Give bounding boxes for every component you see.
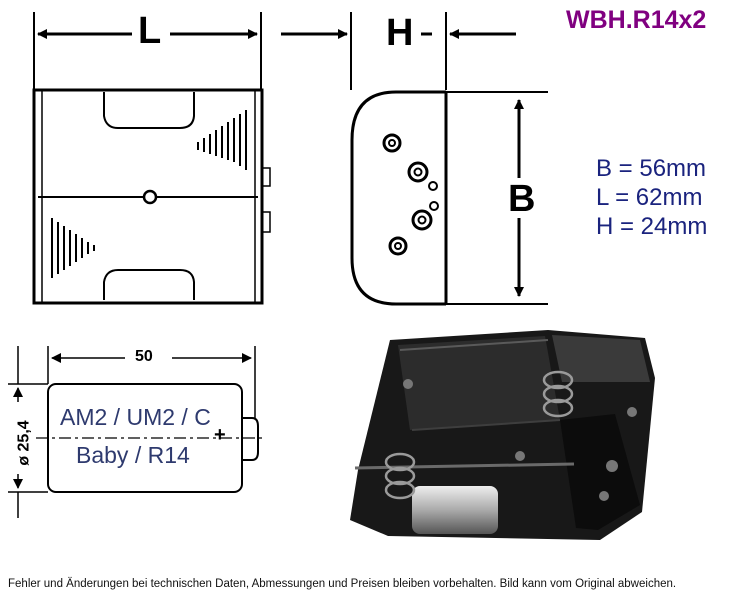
product-photo [350, 330, 655, 540]
battery-drawing [8, 346, 262, 518]
top-view [32, 12, 271, 305]
positive-terminal-symbol: + [214, 424, 226, 446]
battery-length-label: 50 [135, 348, 153, 365]
spec-width: B = 56mm [596, 155, 707, 182]
spec-height: H = 24mm [596, 213, 708, 240]
dimension-label-width: B [508, 178, 536, 220]
product-title: WBH.R14x2 [566, 6, 707, 34]
battery-diameter-label: ø 25,4 [15, 420, 33, 466]
dimension-label-height: H [386, 12, 414, 54]
spring-contact-lower [51, 218, 95, 278]
spec-length: L = 62mm [596, 184, 703, 211]
spec-list: B = 56mm L = 62mm H = 24mm [596, 154, 707, 241]
side-view [281, 12, 548, 306]
battery-type-line2: Baby / R14 [76, 442, 190, 468]
disclaimer-footer: Fehler und Änderungen bei technischen Da… [8, 578, 677, 590]
spring-contact-upper [197, 110, 247, 170]
battery-type-line1: AM2 / UM2 / C [60, 404, 211, 430]
dimension-label-length: L [138, 10, 162, 52]
